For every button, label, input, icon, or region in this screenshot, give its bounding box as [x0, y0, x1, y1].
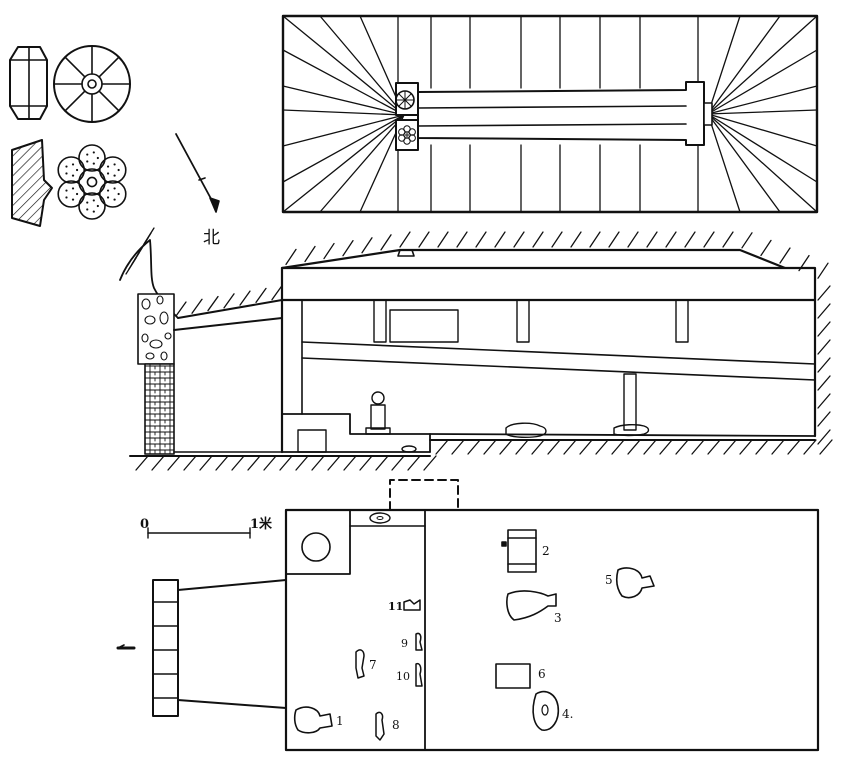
hatched-block-detail [11, 139, 53, 227]
north-label: 北 [203, 228, 220, 248]
ceiling-rosette-capital [395, 119, 419, 151]
wheel-detail [53, 45, 131, 123]
label-5: 5 [605, 573, 613, 587]
ceiling-wheel-capital [395, 82, 419, 116]
detail-drawings [9, 45, 131, 227]
artifact-5 [616, 567, 655, 599]
label-6: 6 [538, 667, 546, 681]
artifact-9 [415, 632, 423, 651]
artifact-4 [532, 690, 560, 731]
scale-end: 1米 [250, 516, 273, 532]
label-10: 10 [396, 670, 410, 683]
artifact-3 [506, 590, 557, 621]
rosette-detail [57, 144, 127, 220]
artifact-1 [293, 706, 333, 734]
label-1: 1 [336, 714, 344, 728]
north-arrow: 北 [175, 133, 220, 248]
artifact-6 [495, 663, 531, 689]
ceiling-beams [430, 15, 641, 213]
scale-bar: 0 1米 [140, 516, 273, 539]
label-2: 2 [542, 544, 550, 558]
artifact-10 [415, 662, 423, 687]
artifact-7 [355, 649, 365, 679]
label-4: 4. [562, 707, 573, 721]
section-view [119, 227, 833, 471]
seated-figure [365, 391, 391, 435]
artifact-8 [375, 711, 385, 741]
capsule-detail [9, 46, 48, 120]
plan-labels: 1 2 3 4. 5 6 7 8 9 10 11 [336, 544, 613, 732]
artifact-11 [403, 599, 421, 611]
artifact-2 [501, 529, 537, 573]
scale-start: 0 [140, 517, 149, 532]
label-3: 3 [554, 611, 562, 625]
ceiling-plan [281, 14, 819, 214]
floor-plan [116, 479, 820, 752]
label-7: 7 [369, 658, 377, 672]
label-9: 9 [401, 637, 408, 650]
label-11: 11 [388, 600, 403, 613]
label-8: 8 [392, 718, 400, 732]
